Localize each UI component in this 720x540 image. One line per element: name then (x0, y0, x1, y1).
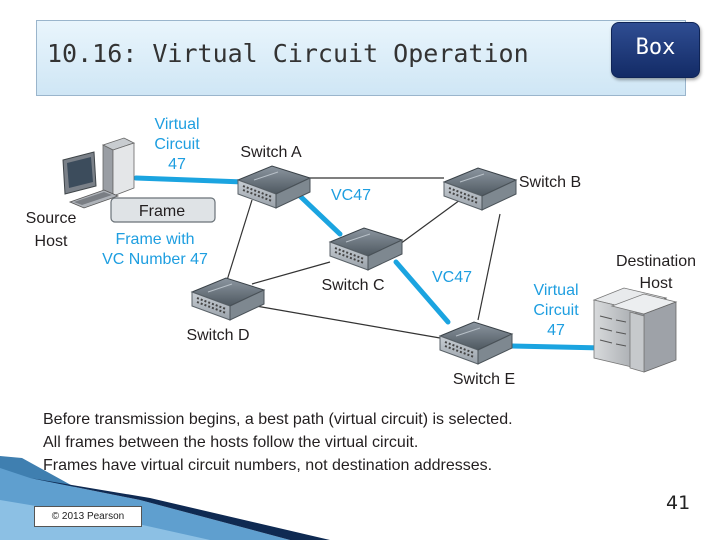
page-number: 41 (666, 492, 691, 514)
caption-line-2: All frames between the hosts follow the … (43, 434, 419, 451)
title-bar: 10.16: Virtual Circuit Operation (36, 20, 686, 96)
network-links (223, 177, 501, 339)
caption: Before transmission begins, a best path … (43, 408, 513, 477)
switch-a-icon (237, 165, 311, 209)
source-vc-label-line2: Circuit (154, 136, 200, 153)
vc47-upper-label: VC47 (331, 187, 371, 204)
link-c-b (399, 199, 461, 245)
source-vc-label-line3: 47 (168, 156, 186, 173)
switch-d-label: Switch D (186, 327, 249, 344)
frame-box (110, 197, 216, 223)
frame-label: Frame (139, 203, 185, 220)
caption-line-1: Before transmission begins, a best path … (43, 411, 513, 428)
frame-with-label-line2: VC Number 47 (102, 251, 208, 268)
source-host-label-line2: Host (35, 233, 68, 250)
slide-title: 10.16: Virtual Circuit Operation (47, 39, 529, 68)
link-b-e (477, 213, 501, 321)
switch-e-label: Switch E (453, 371, 515, 388)
vc47-lower-label: VC47 (432, 269, 472, 286)
switch-c-label: Switch C (321, 277, 384, 294)
destination-vc-label-line2: Circuit (533, 302, 579, 319)
caption-line-3: Frames have virtual circuit numbers, not… (43, 457, 493, 474)
source-vc-label-line1: Virtual (154, 116, 199, 133)
link-d-c (251, 261, 331, 285)
switch-e-icon (439, 321, 513, 365)
link-a-d (223, 199, 253, 291)
frame-with-label-line1: Frame with (115, 231, 194, 248)
switch-b-label: Switch B (519, 174, 581, 191)
switch-a-label: Switch A (240, 144, 302, 161)
link-d-e (255, 305, 441, 339)
source-host-label-line1: Source (26, 210, 77, 227)
destination-host-icon (592, 287, 678, 373)
destination-host-label-line2: Host (640, 275, 673, 292)
source-host-icon (62, 137, 136, 209)
virtual-circuit-path (133, 175, 607, 351)
destination-vc-label-line3: 47 (547, 322, 565, 339)
destination-vc-label-line1: Virtual (533, 282, 578, 299)
switch-d-icon (191, 277, 265, 321)
copyright-notice: © 2013 Pearson (34, 506, 142, 527)
box-button[interactable]: Box (611, 22, 700, 78)
destination-host-label-line1: Destination (616, 253, 696, 270)
